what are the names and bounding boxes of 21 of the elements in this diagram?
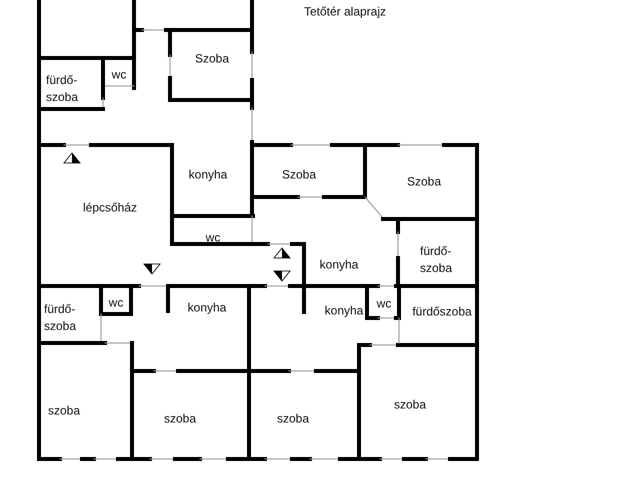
room-label: szoba (164, 410, 196, 428)
room-label: konyha (320, 256, 358, 274)
room-label: lépcsőház (82, 200, 138, 216)
room-label: szoba (48, 402, 80, 420)
room-label: Szoba (194, 50, 230, 68)
room-label: Szoba (282, 166, 316, 184)
room-label: Szoba (406, 174, 442, 190)
room-label: fürdő-szoba (46, 72, 80, 106)
room-label: konyha (324, 302, 364, 320)
room-label: fürdőszoba (412, 304, 472, 320)
plan-title: Tetőtér alaprajz (304, 4, 386, 20)
room-label: fürdő-szoba (44, 301, 78, 335)
room-label: wc (108, 294, 124, 312)
room-label: konyha (188, 300, 226, 316)
room-label: szoba (394, 396, 426, 414)
room-label: wc (206, 230, 220, 246)
room-label: fürdő-szoba (420, 243, 454, 277)
room-label: konyha (188, 166, 228, 184)
room-label: wc (112, 66, 126, 84)
room-label: wc (376, 296, 392, 312)
room-label: szoba (276, 410, 310, 428)
